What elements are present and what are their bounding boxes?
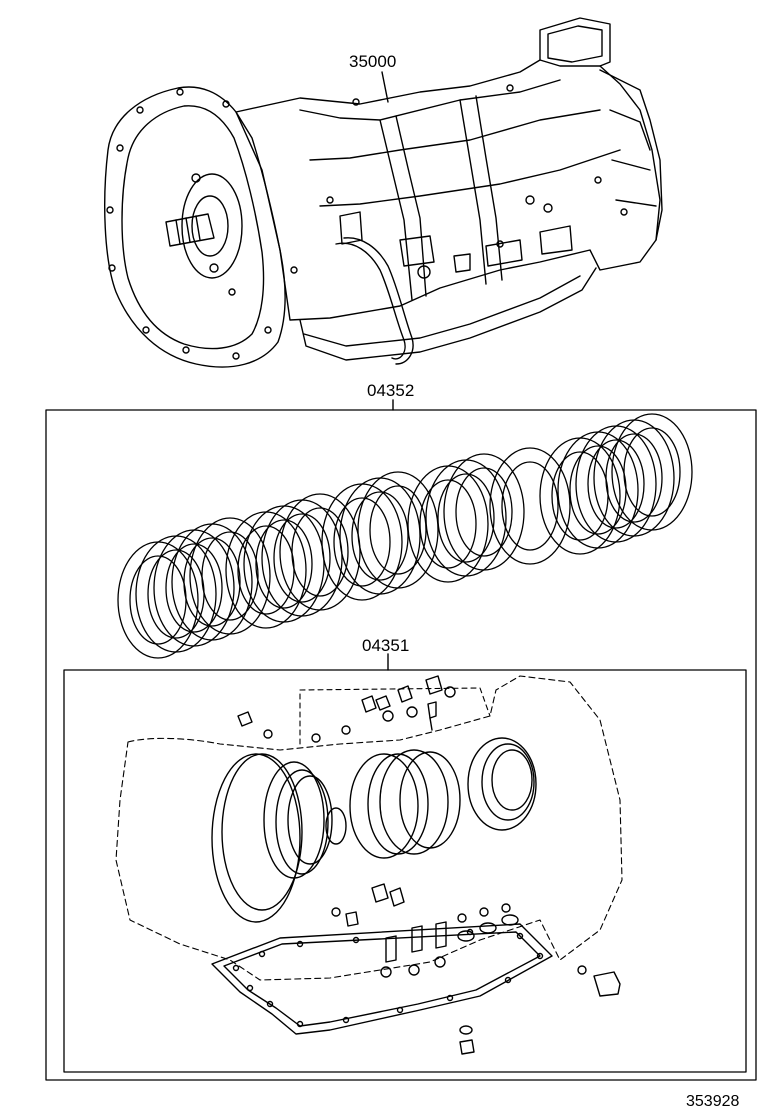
transmission-assembly-illustration xyxy=(104,17,663,368)
gasket-kit-illustration xyxy=(115,675,623,1055)
callout-35000: 35000 xyxy=(349,52,396,71)
callout-04352: 04352 xyxy=(367,381,414,400)
illustration-number: 353928 xyxy=(686,1093,739,1110)
kit-boundary-04351 xyxy=(63,669,747,1073)
kit-boundary-04352 xyxy=(45,409,757,1081)
callout-04351: 04351 xyxy=(362,636,409,655)
clutch-disc-stack xyxy=(117,413,693,659)
leader-line-35000 xyxy=(381,71,389,103)
